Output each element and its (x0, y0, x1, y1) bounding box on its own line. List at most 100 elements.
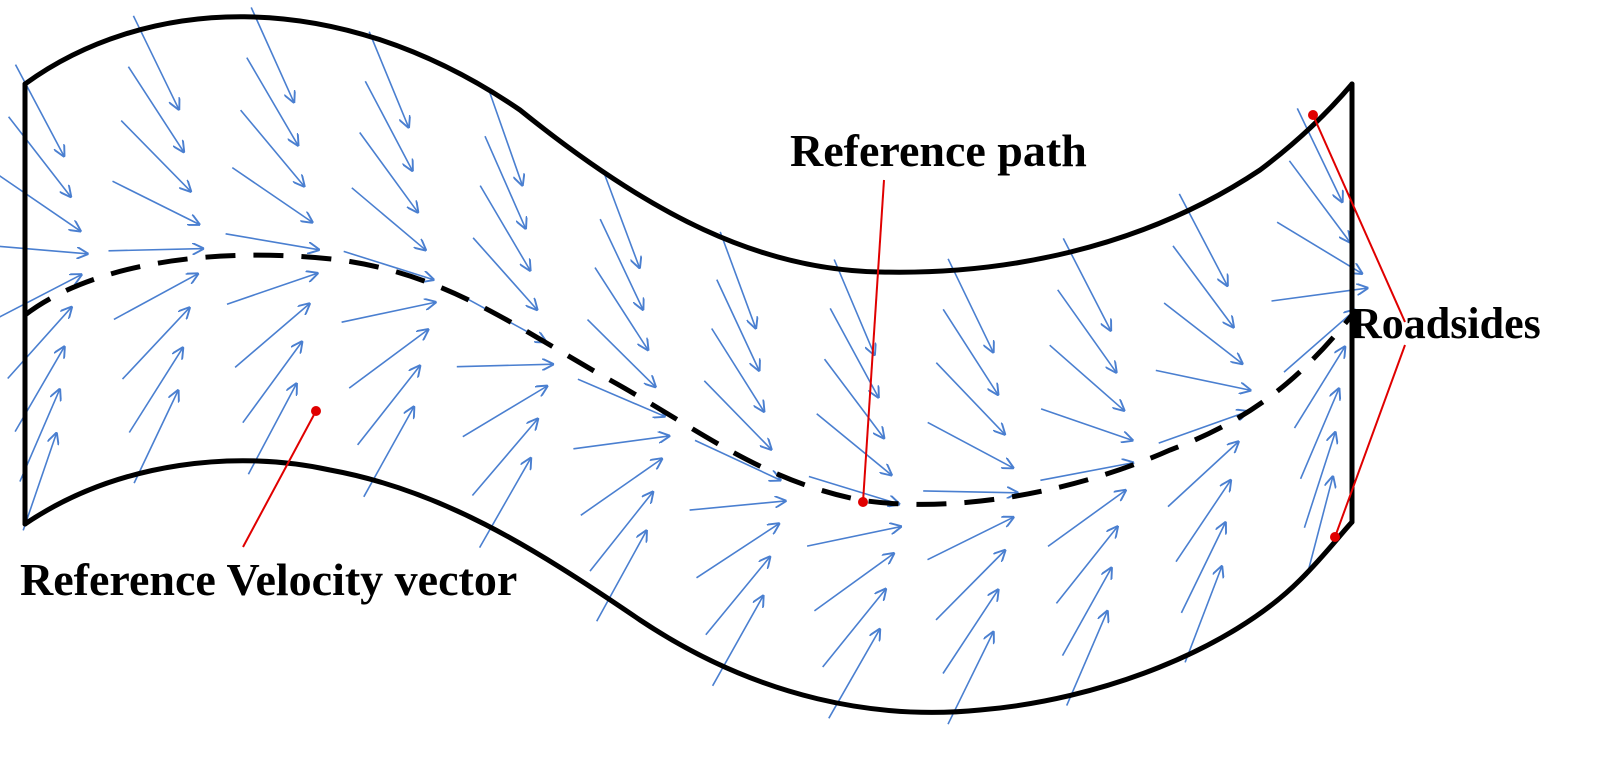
reference-velocity-vector-label: Reference Velocity vector (20, 554, 517, 605)
velocity-vector-arrow (242, 341, 303, 424)
velocity-vector-arrow (833, 259, 875, 356)
velocity-vector-arrow (589, 491, 654, 572)
velocity-vector-arrow (359, 132, 419, 214)
velocity-vector-arrow (234, 303, 310, 369)
velocity-vector-arrow (711, 328, 765, 413)
velocity-vector-arrow (128, 347, 183, 433)
velocity-vector-arrow (806, 526, 902, 547)
velocity-vector-arrow (1175, 479, 1231, 563)
velocity-vector-arrow (942, 308, 998, 395)
velocity-vector-arrow (471, 418, 538, 497)
velocity-vector-arrow (225, 233, 320, 250)
velocity-vector-arrow (1167, 441, 1239, 508)
velocity-vector-arrow (250, 7, 294, 103)
velocity-vector-arrow (127, 66, 184, 153)
velocity-vector-arrow (121, 307, 191, 380)
velocity-vector-arrow (0, 245, 89, 254)
velocity-vector-arrow (1306, 476, 1333, 577)
velocity-vector-arrow (1040, 463, 1134, 482)
callout-markers (311, 110, 1340, 542)
velocity-vector-arrow (813, 553, 894, 612)
velocity-vector-arrow (1303, 431, 1335, 528)
velocity-vector-arrow (1049, 344, 1125, 411)
velocity-vector-arrow (705, 556, 771, 636)
velocity-vector-arrow (1163, 302, 1243, 364)
velocity-vector-arrow (719, 231, 756, 329)
velocity-vector-arrow (577, 378, 666, 417)
velocity-vector-arrow (343, 250, 435, 280)
velocity-vector-arrow (1057, 289, 1117, 374)
velocity-vector-arrow (1061, 567, 1113, 656)
velocity-vector-arrow (246, 57, 299, 147)
reference-path-label: Reference path (790, 125, 1087, 176)
velocity-vector-arrow (1288, 160, 1350, 243)
velocity-vector-arrow (462, 386, 548, 438)
velocity-vector-arrow (599, 218, 643, 310)
velocity-vector-arrow (694, 439, 781, 480)
velocity-vector-arrow (927, 421, 1014, 468)
velocity-vector-arrow (456, 364, 554, 367)
velocity-vector-arrow (947, 258, 994, 353)
velocity-vector-arrow (113, 273, 199, 321)
velocity-vector-arrow (120, 120, 191, 193)
velocity-vector-arrow (689, 501, 787, 511)
velocity-vector-arrow (1055, 526, 1118, 604)
velocity-vector-arrow (935, 550, 1006, 621)
velocity-vector-arrow (7, 306, 73, 380)
velocity-vector-arrow (822, 588, 887, 668)
lower-roadside-marker (1330, 532, 1340, 542)
velocity-vector-arrow (356, 365, 421, 446)
velocity-vector-arrow (942, 589, 999, 674)
velocity-vector-arrow (696, 523, 780, 579)
velocity-vector-field (0, 7, 1368, 725)
velocity-vector-arrow (1283, 309, 1356, 373)
lower-roadside (22, 458, 1355, 715)
velocity-vector-arrow (594, 267, 649, 351)
velocity-vector-arrow (112, 180, 201, 225)
velocity-vector-arrow (947, 631, 994, 725)
velocity-vector-arrow (1155, 369, 1252, 390)
velocity-vector-arrow (573, 436, 670, 450)
velocity-vector-arrow (716, 279, 760, 372)
velocity-vector-arrow (1299, 388, 1340, 480)
velocity-vector-arrow (927, 517, 1015, 561)
velocity-vector-arrow (1296, 108, 1342, 202)
velocity-vector-arrow (133, 390, 179, 484)
roadsides-lower-leader-line (1334, 344, 1406, 538)
roadsides-upper-leader-line (1312, 114, 1406, 323)
roadsides-label: Roadsides (1350, 299, 1541, 348)
velocity-vector-arrow (1184, 565, 1222, 663)
velocity-vector-arrow (472, 237, 538, 311)
velocity-vector-arrow (108, 249, 205, 251)
velocity-vector-arrow (580, 458, 663, 516)
velocity-vector-arrow (348, 329, 429, 389)
velocity-vector-arrow (1040, 408, 1133, 441)
velocity-vector-arrow (7, 116, 72, 198)
velocity-vector-arrow (1276, 221, 1363, 274)
velocity-vector-arrow (1180, 522, 1226, 614)
velocity-vector-arrow (1293, 346, 1346, 429)
velocity-vector-arrow (239, 109, 305, 187)
velocity-vector-arrow (808, 475, 900, 505)
velocity-vector-arrow (351, 187, 427, 251)
velocity-vector-arrow (816, 413, 893, 476)
velocity-vector-arrow (14, 64, 65, 158)
velocity-vector-arrow (231, 166, 313, 223)
upper-roadside-marker (1308, 110, 1318, 120)
velocity-vector-arrow (1172, 245, 1234, 328)
velocity-vector-arrow (22, 432, 57, 531)
velocity-vector-arrow (703, 380, 772, 450)
upper-roadside (22, 14, 1355, 275)
velocity-vector-arrow (1178, 193, 1228, 287)
velocity-vector-arrow (1158, 411, 1249, 444)
velocity-vector-arrow (1065, 610, 1108, 706)
road-edges (22, 14, 1355, 715)
velocity-vector-arrow (602, 171, 640, 269)
velocity-vector-arrow (364, 80, 413, 171)
velocity-vector-arrow (935, 362, 1005, 435)
velocity-vector-arrow (484, 135, 526, 229)
velocity-vector-arrow (341, 302, 437, 323)
velocity-vector-arrow (0, 175, 81, 232)
velocity-vector-arrow (487, 87, 523, 186)
